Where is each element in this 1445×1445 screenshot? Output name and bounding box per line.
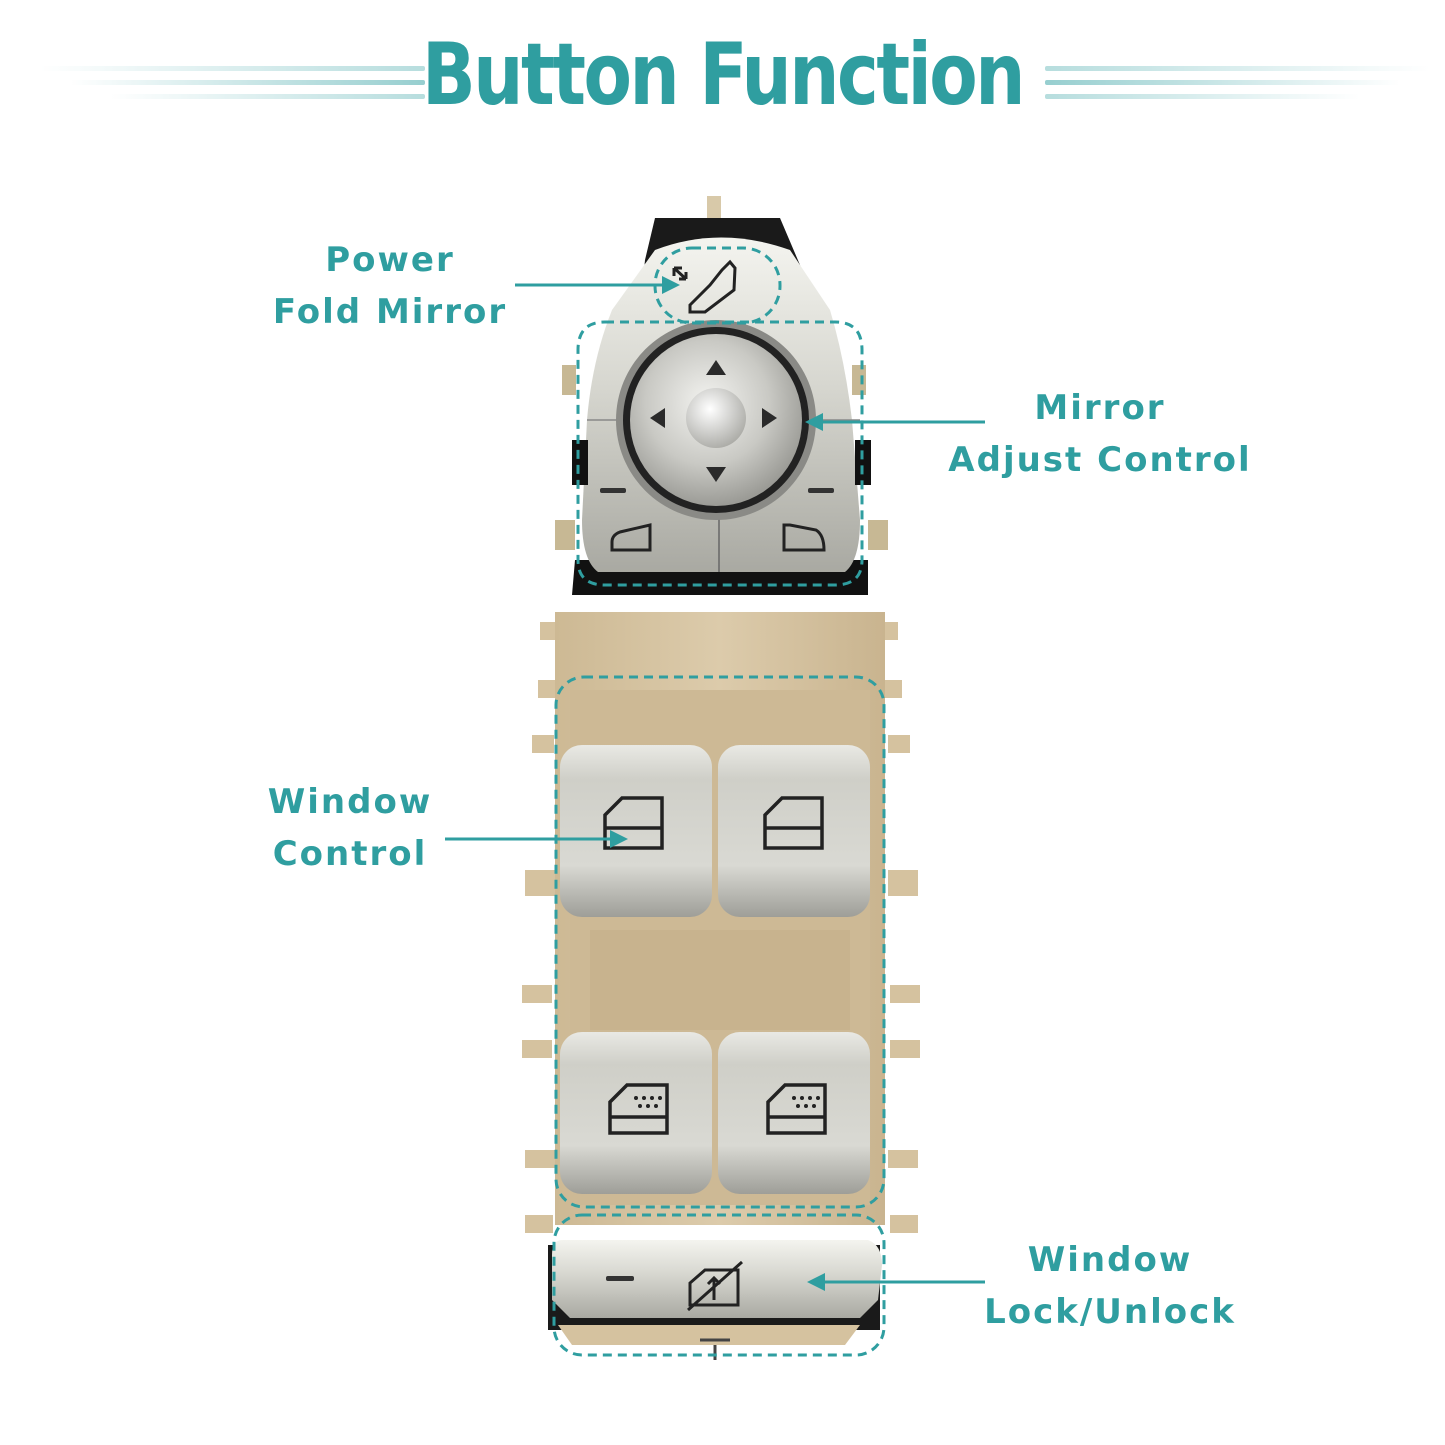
lock-outline: [552, 1213, 886, 1357]
title-band-left-3: [110, 94, 425, 99]
rear-window-dots: [634, 1096, 820, 1108]
right-mirror-icon: [782, 523, 826, 552]
mirror-select-buttons: [600, 488, 834, 493]
mirror-adjust-control-line1: Mirror: [1034, 388, 1166, 428]
title-band-left-1: [40, 66, 425, 71]
window-buttons: [560, 745, 870, 1194]
window-switch-icon: [603, 796, 827, 1135]
window-lock-unlock-line1: Window: [1027, 1240, 1193, 1280]
callout-arrows: [445, 276, 985, 1291]
window-control-label: Window Control: [250, 776, 450, 880]
mirror-adjust-knob: [616, 320, 816, 520]
left-mirror-icon: [610, 523, 652, 552]
power-fold-mirror-line1: Power: [325, 240, 455, 280]
mirror-adjust-control-label: Mirror Adjust Control: [940, 382, 1260, 486]
direction-arrows-icon: [650, 360, 777, 482]
window-lock-unlock-label: Window Lock/Unlock: [975, 1234, 1245, 1338]
power-fold-mirror-label: Power Fold Mirror: [260, 234, 520, 338]
window-lock-unlock-line2: Lock/Unlock: [984, 1292, 1236, 1332]
title-band-right-3: [1045, 94, 1360, 99]
fold-mirror-icon: [672, 259, 737, 314]
title-band-left-2: [70, 80, 425, 85]
window-control-line1: Window: [267, 782, 433, 822]
title-band-right-1: [1045, 66, 1430, 71]
mirror-adjust-control-line2: Adjust Control: [948, 440, 1252, 480]
mirror-adjust-outline: [576, 320, 864, 587]
page-title: Button Function: [421, 25, 1026, 125]
power-fold-mirror-line2: Fold Mirror: [272, 292, 508, 332]
title-band-right-2: [1045, 80, 1400, 85]
window-control-line2: Control: [272, 834, 428, 874]
window-control-outline: [554, 675, 886, 1209]
child-lock-icon: [687, 1260, 743, 1312]
